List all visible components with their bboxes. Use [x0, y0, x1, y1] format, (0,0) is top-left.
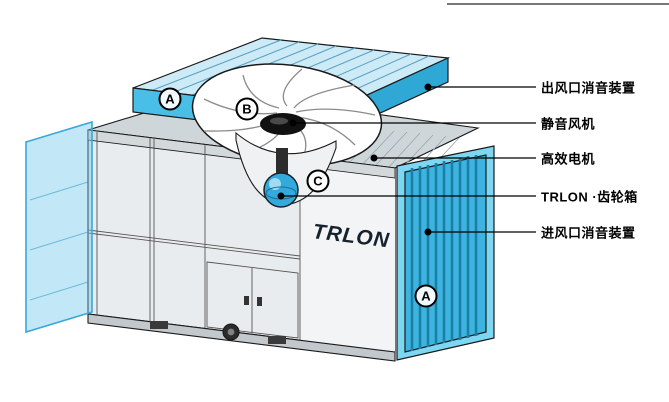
leader-dots: [277, 83, 432, 236]
label-gearbox: TRLON ·齿轮箱: [541, 189, 638, 205]
inlet-silencer-panel: [396, 145, 495, 361]
leader-lines: [281, 86, 536, 233]
label-silent-fan: 静音风机: [541, 116, 596, 132]
marker-fan: B: [235, 97, 259, 121]
left-silencer-sheet: [25, 120, 93, 334]
marker-outlet-silencer: A: [158, 87, 182, 111]
label-inlet-silencer: 进风口消音装置: [541, 225, 636, 241]
label-outlet-silencer: 出风口消音装置: [541, 80, 636, 96]
label-motor: 高效电机: [541, 151, 596, 167]
cabinet-base: [87, 313, 396, 362]
gearbox: [263, 148, 299, 208]
marker-gearbox: C: [306, 169, 330, 193]
fan-assembly: [191, 63, 383, 206]
marker-inlet-silencer: A: [414, 284, 438, 308]
